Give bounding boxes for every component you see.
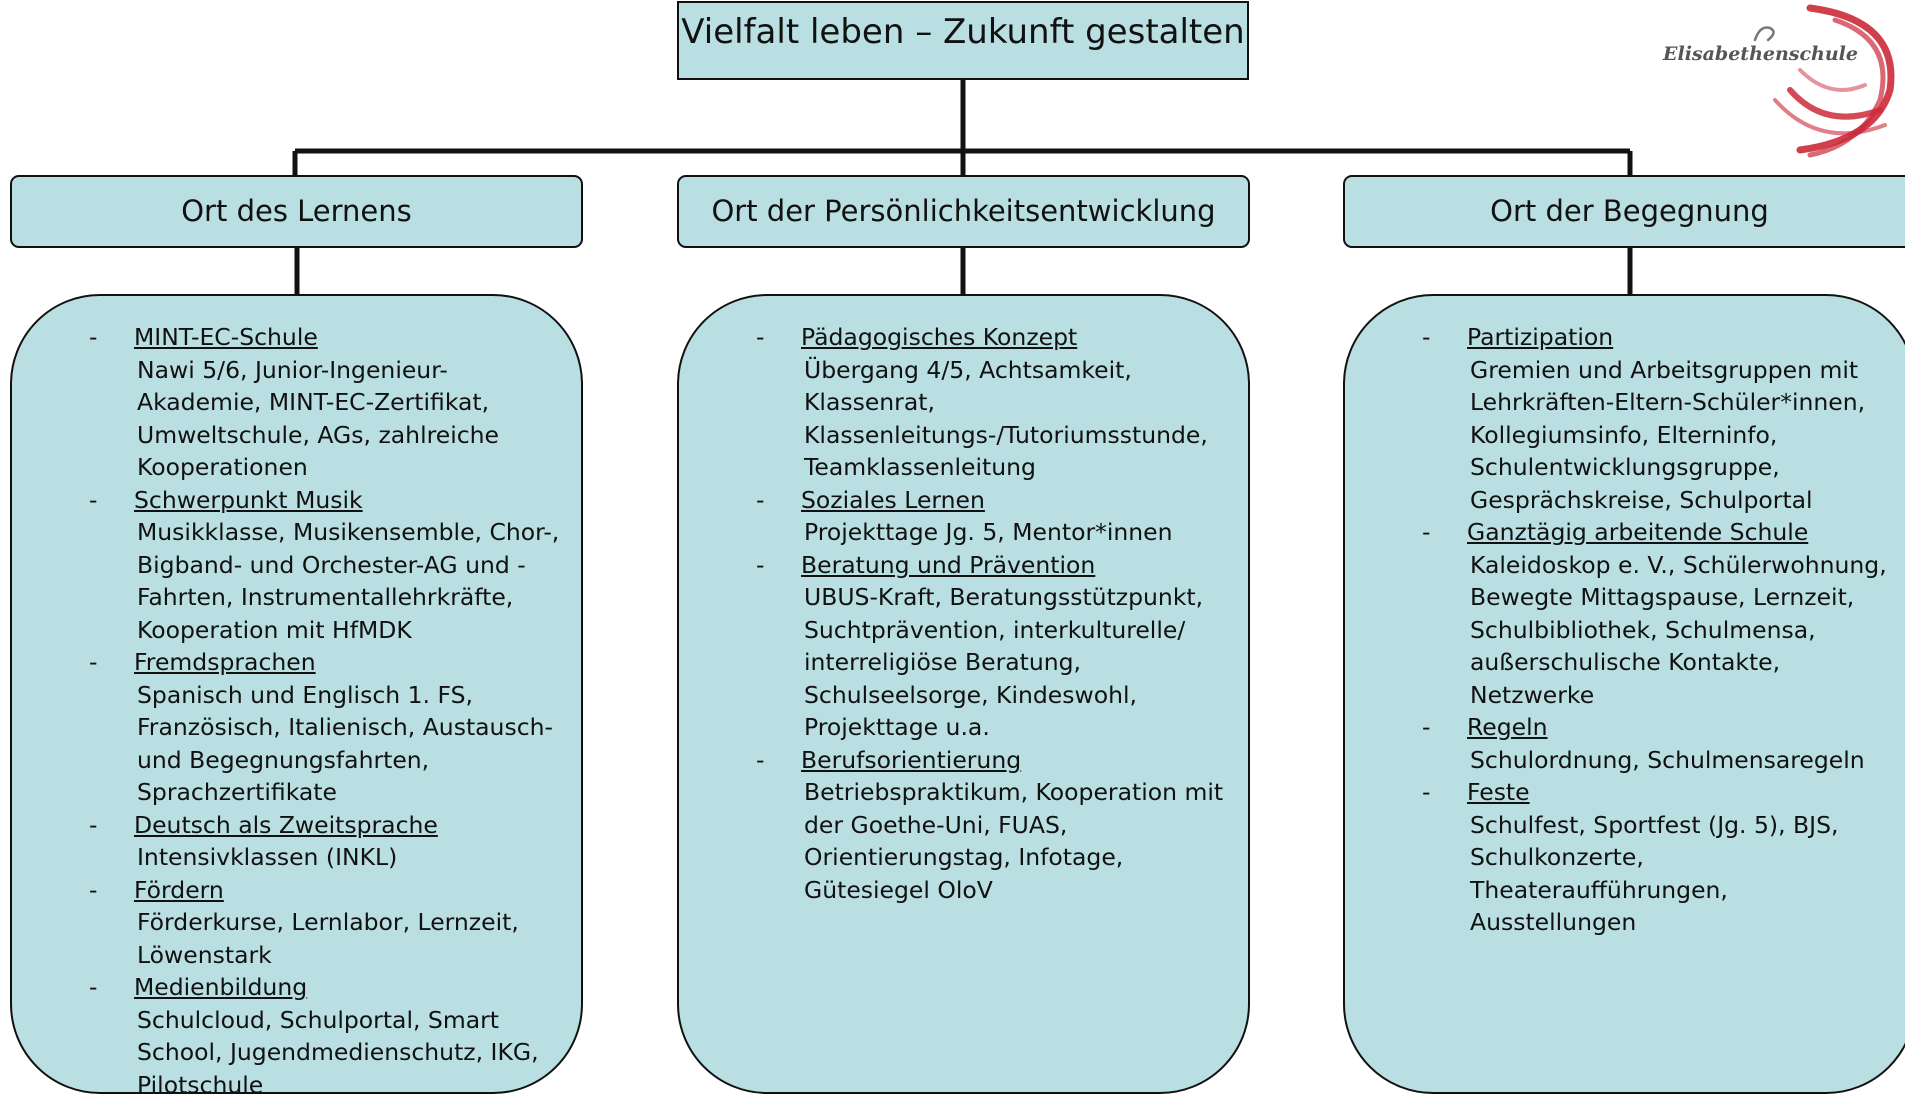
list-dash: - — [89, 971, 97, 1004]
item-category: Ganztägig arbeitende Schule — [1467, 516, 1894, 549]
logo-text: Elisabethenschule — [1663, 43, 1858, 65]
list-dash: - — [89, 809, 97, 842]
item-category: Beratung und Prävention — [801, 549, 1228, 582]
item-category: Pädagogisches Konzept — [801, 321, 1228, 354]
list-dash: - — [1422, 516, 1430, 549]
item-category: Fördern — [134, 874, 561, 907]
item-description: Schulordnung, Schulmensaregeln — [1470, 744, 1894, 777]
list-dash: - — [756, 321, 764, 354]
column-header-begegnung: Ort der Begegnung — [1343, 175, 1905, 248]
item-description: Schulfest, Sportfest (Jg. 5), BJS, Schul… — [1470, 809, 1894, 939]
item-category: Schwerpunkt Musik — [134, 484, 561, 517]
item-description: Kaleidoskop e. V., Schülerwohnung, Beweg… — [1470, 549, 1894, 712]
item-category: Berufsorientierung — [801, 744, 1228, 777]
item-description: Projekttage Jg. 5, Mentor*innen — [804, 516, 1228, 549]
item-description: Spanisch und Englisch 1. FS, Französisch… — [137, 679, 561, 809]
list-dash: - — [1422, 321, 1430, 354]
list-dash: - — [1422, 776, 1430, 809]
item-category: Deutsch als Zweitsprache — [134, 809, 561, 842]
item-category: Medienbildung — [134, 971, 561, 1004]
list-dash: - — [89, 646, 97, 679]
column-header-lernens: Ort des Lernens — [10, 175, 583, 248]
list-dash: - — [1422, 711, 1430, 744]
list-dash: - — [756, 744, 764, 777]
item-description: Betriebspraktikum, Kooperation mit der G… — [804, 776, 1228, 906]
item-description: Förderkurse, Lernlabor, Lernzeit, Löwens… — [137, 906, 561, 971]
list-dash: - — [756, 484, 764, 517]
item-description: Intensivklassen (INKL) — [137, 841, 561, 874]
item-description: UBUS-Kraft, Beratungsstützpunkt, Suchtpr… — [804, 581, 1228, 744]
school-logo — [1650, 0, 1905, 160]
item-description: Schulcloud, Schulportal, Smart School, J… — [137, 1004, 561, 1094]
item-category: Feste — [1467, 776, 1894, 809]
list-dash: - — [89, 321, 97, 354]
item-category: MINT-EC-Schule — [134, 321, 561, 354]
item-category: Soziales Lernen — [801, 484, 1228, 517]
list-dash: - — [89, 874, 97, 907]
item-description: Übergang 4/5, Achtsamkeit, Klassenrat, K… — [804, 354, 1228, 484]
column-header-persoenlichkeit: Ort der Persönlichkeitsentwicklung — [677, 175, 1250, 248]
item-category: Partizipation — [1467, 321, 1894, 354]
item-description: Nawi 5/6, Junior-Ingenieur-Akademie, MIN… — [137, 354, 561, 484]
item-category: Regeln — [1467, 711, 1894, 744]
item-description: Gremien und Arbeitsgruppen mit Lehrkräft… — [1470, 354, 1894, 517]
item-category: Fremdsprachen — [134, 646, 561, 679]
main-title: Vielfalt leben – Zukunft gestalten — [677, 1, 1249, 80]
list-dash: - — [89, 484, 97, 517]
item-description: Musikklasse, Musikensemble, Chor-, Bigba… — [137, 516, 561, 646]
list-dash: - — [756, 549, 764, 582]
